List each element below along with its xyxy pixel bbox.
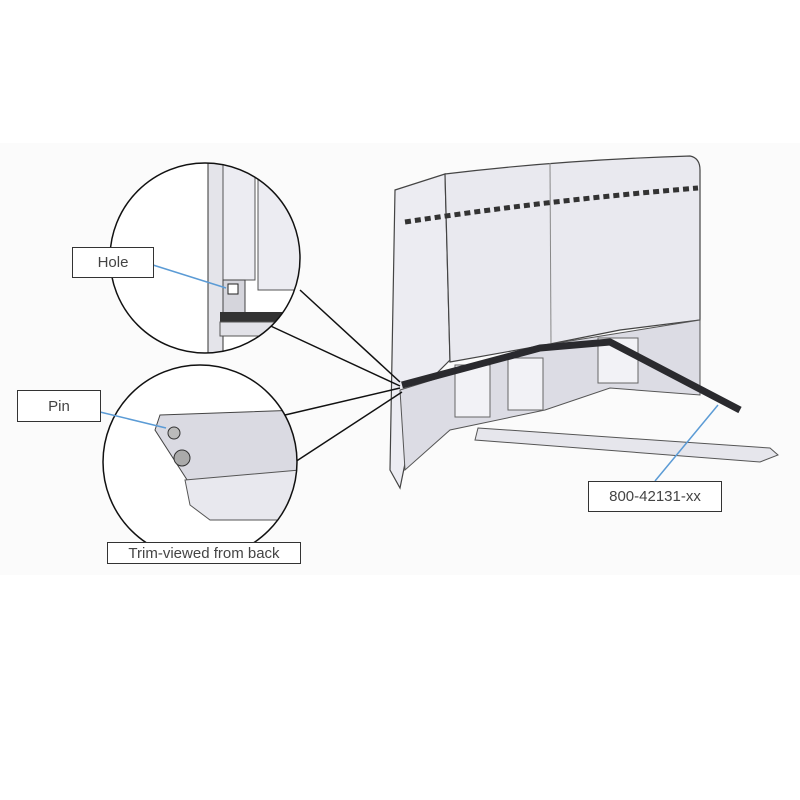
floor-stand-plate [474, 427, 779, 463]
mount-bracket [454, 364, 491, 418]
part-leader [654, 404, 719, 482]
part-number-label: 800-42131-xx [588, 481, 722, 512]
mount-bracket [507, 357, 544, 411]
front-trim-bar [401, 338, 742, 414]
hole-callout-label: Hole [72, 247, 154, 278]
pin-callout-label: Pin [17, 390, 101, 422]
hole-arrow [152, 264, 227, 289]
trim-caption: Trim-viewed from back [107, 542, 301, 564]
panel-seam [549, 162, 552, 346]
pin-arrow [99, 411, 167, 429]
pin-detail-circle [102, 364, 298, 560]
hole-marker [227, 283, 239, 295]
pin-marker [167, 426, 181, 440]
